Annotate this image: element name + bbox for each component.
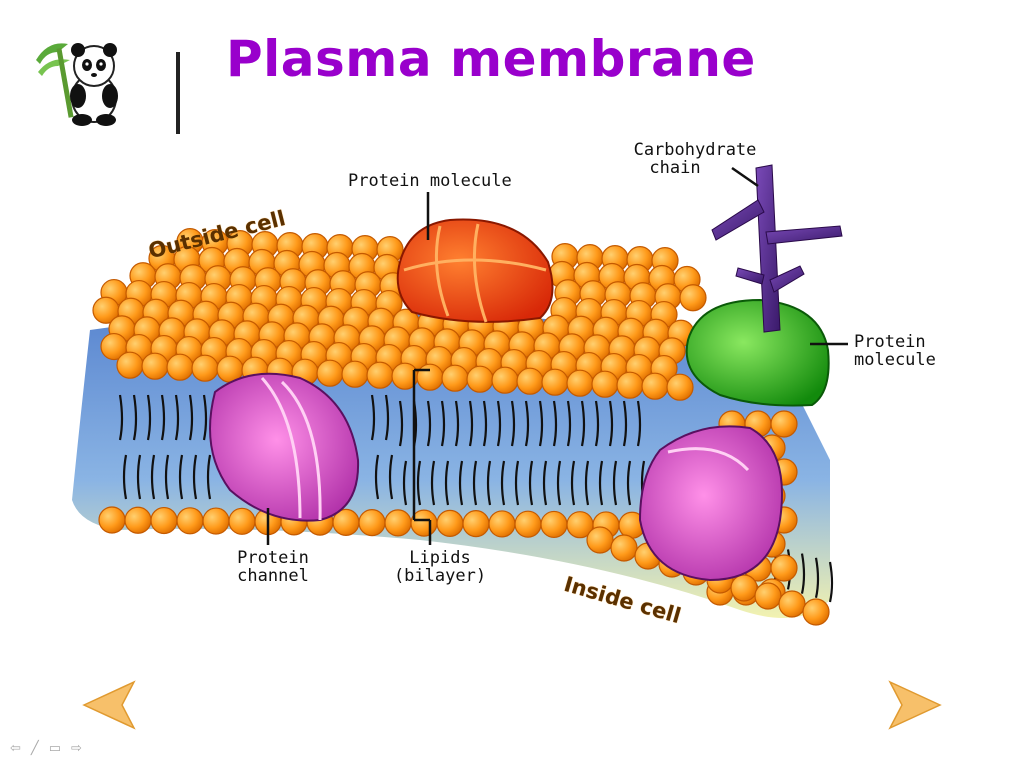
label-lipids-bilayer: Lipids (bilayer): [393, 548, 487, 586]
menu-icon[interactable]: ▭: [48, 740, 62, 756]
mini-navigation: ⇦ ╱ ▭ ⇨: [10, 740, 135, 756]
label-protein-molecule-top: Protein molecule: [348, 171, 512, 191]
pen-icon[interactable]: ╱: [30, 740, 39, 756]
label-protein-channel: Protein channel: [237, 548, 309, 586]
protein-right-lower: [638, 425, 783, 582]
protein-molecule-top: [396, 218, 554, 323]
arrow-right-icon[interactable]: [884, 680, 944, 730]
panda-logo-icon: [36, 43, 118, 126]
protein-molecule-right: [685, 298, 830, 407]
phospholipid-heads-top: [92, 228, 798, 606]
lipid-tails: [118, 394, 834, 603]
label-protein-molecule-right: Protein molecule: [854, 332, 936, 370]
protein-channel: [209, 372, 360, 522]
slide-title: Plasma membrane: [226, 30, 756, 88]
arrow-left-icon[interactable]: [80, 680, 140, 730]
leader-lines: [266, 166, 848, 545]
carbohydrate-chain: [711, 164, 843, 333]
back-icon[interactable]: ⇦: [10, 740, 21, 756]
label-carbohydrate-chain: Carbohydrate chain: [633, 140, 757, 178]
forward-icon[interactable]: ⇨: [71, 740, 82, 756]
title-divider: [176, 52, 180, 134]
